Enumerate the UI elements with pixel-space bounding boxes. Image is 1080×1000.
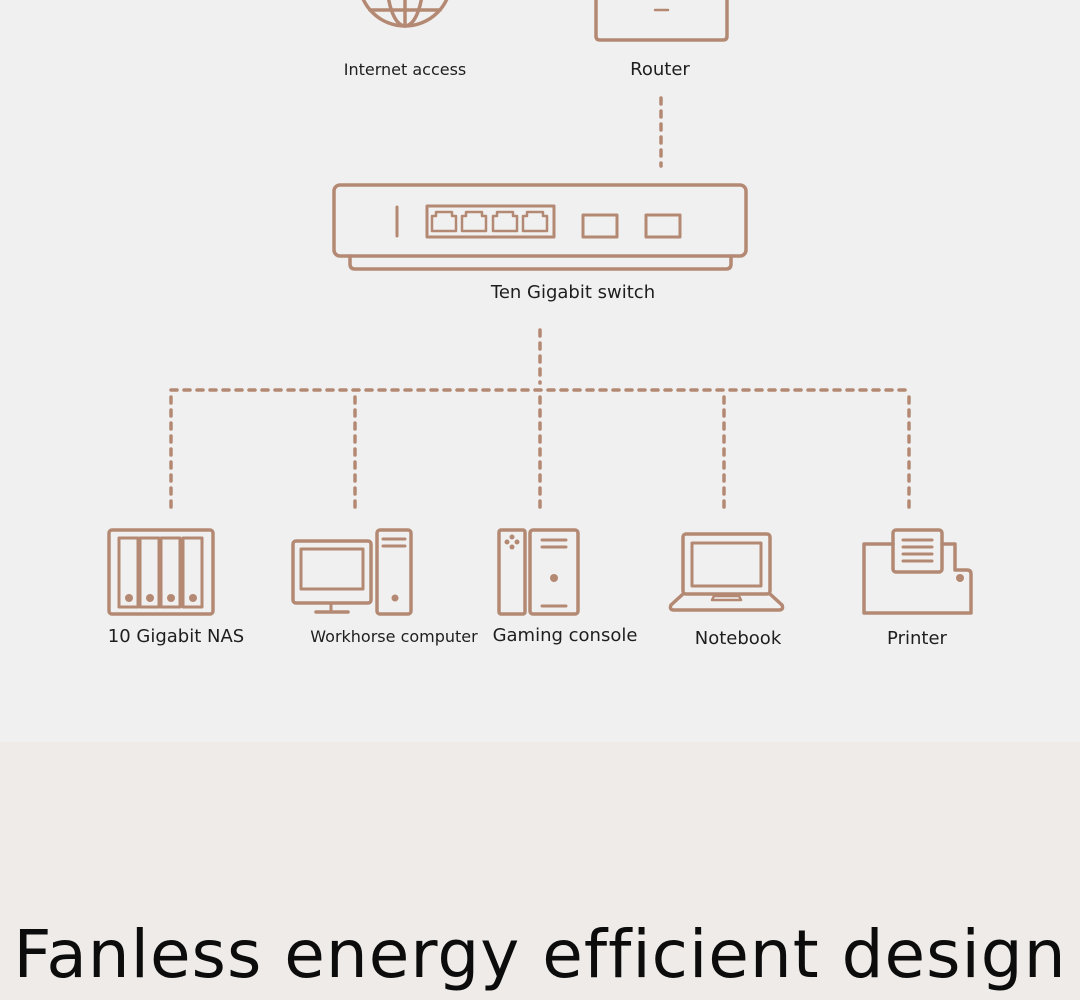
gaming-console-label: Gaming console xyxy=(492,625,638,646)
switch-device-links xyxy=(169,328,912,512)
feature-panel xyxy=(0,742,1080,1000)
gaming-console-icon xyxy=(497,528,580,616)
notebook-label: Notebook xyxy=(694,628,782,649)
router-label: Router xyxy=(630,59,690,80)
printer-label: Printer xyxy=(887,628,947,649)
switch-label: Ten Gigabit switch xyxy=(490,282,656,303)
internet-access-label: Internet access xyxy=(343,60,467,79)
desktop-computer-icon xyxy=(291,528,413,616)
router-icon xyxy=(594,0,729,42)
laptop-icon xyxy=(668,532,785,612)
switch-icon xyxy=(332,183,748,271)
nas-icon xyxy=(107,528,215,616)
printer-icon xyxy=(862,528,973,615)
headline: Fanless energy efficient design xyxy=(13,916,1067,993)
globe-icon xyxy=(361,0,449,28)
nas-label: 10 Gigabit NAS xyxy=(107,626,245,647)
workstation-label: Workhorse computer xyxy=(310,627,478,646)
network-diagram xyxy=(107,0,973,616)
